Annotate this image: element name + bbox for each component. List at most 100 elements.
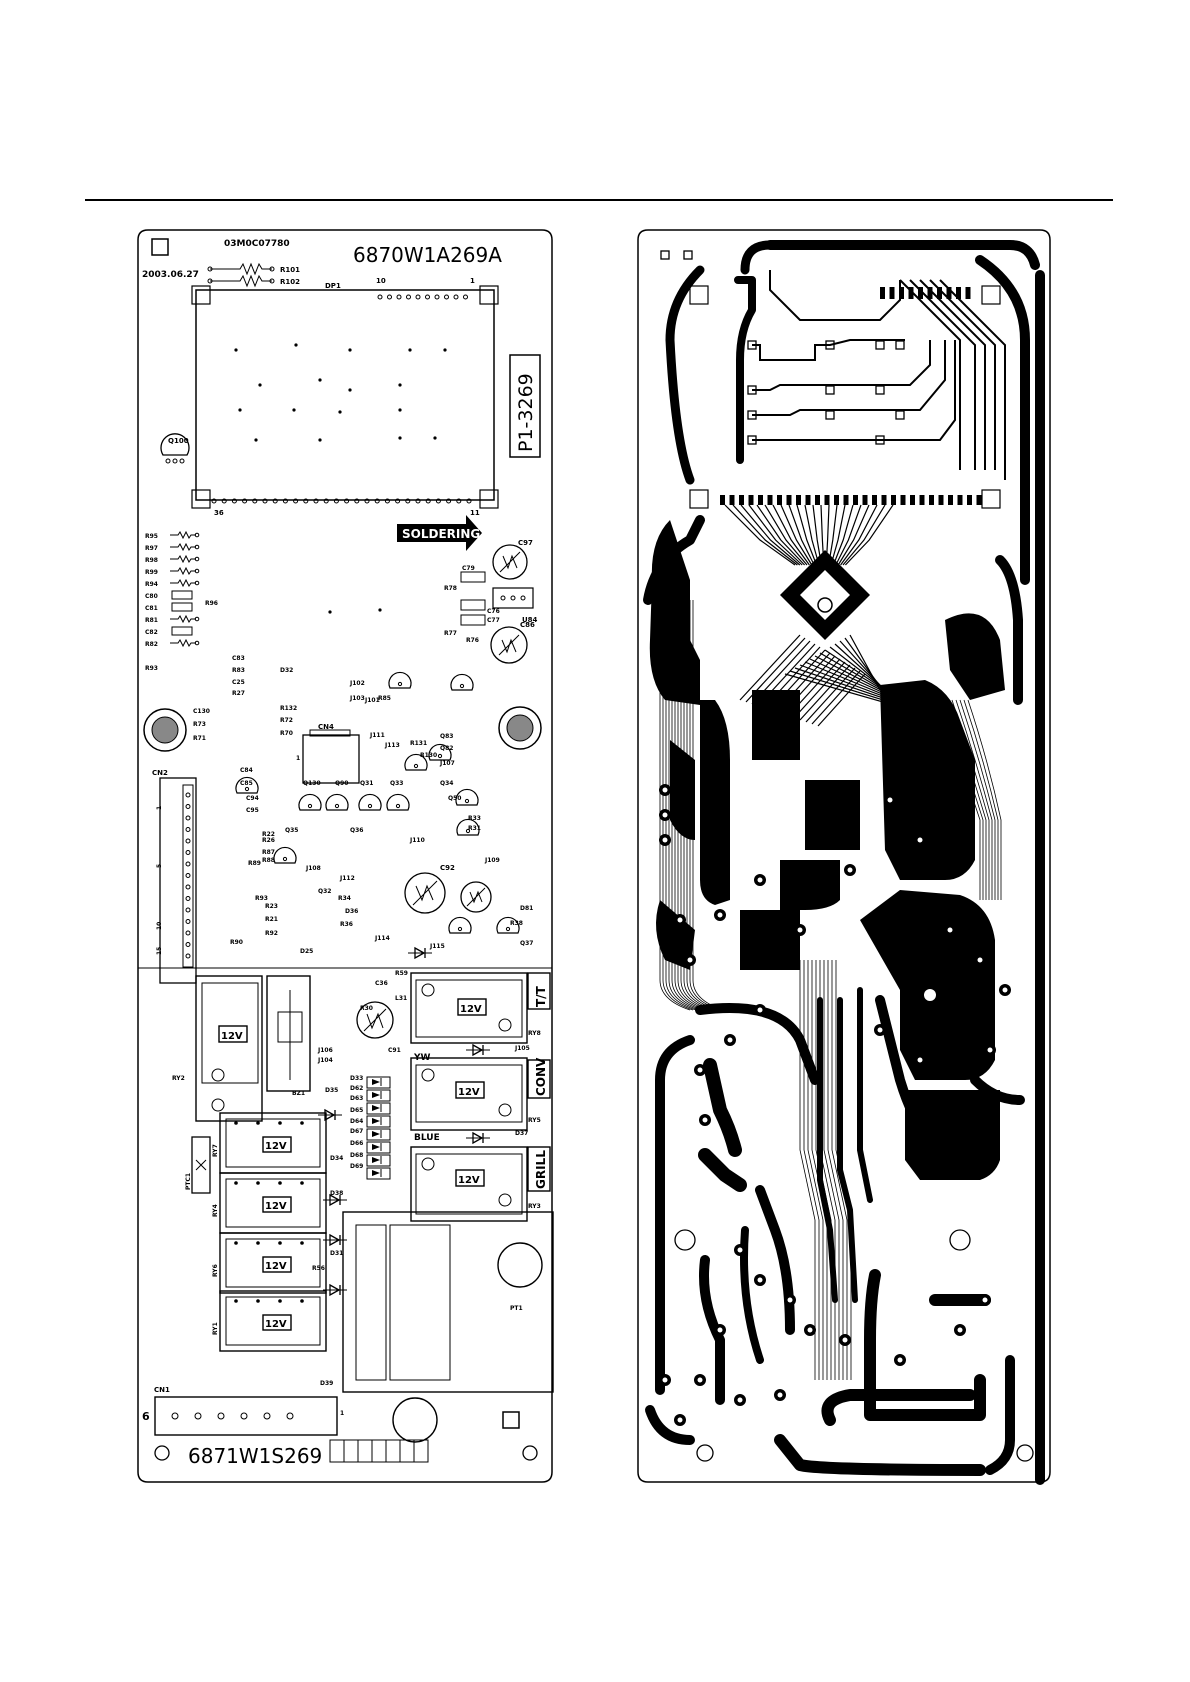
header-pad [862,495,868,505]
diode-symbol [372,1092,380,1098]
component-ref: J115 [429,943,445,950]
fanout-trace [732,504,798,566]
via-hole [757,877,763,883]
fanout-trace [796,504,818,566]
diode-pad [366,1115,391,1128]
via-hole [662,837,668,843]
header-pad [948,495,953,505]
pad [256,1181,260,1185]
via-pad [895,340,905,350]
display-pin [364,498,370,504]
pad [234,1181,238,1185]
pad [300,1121,304,1125]
segment-dot [338,410,342,414]
fiducial-mark [689,285,709,305]
pad [278,1121,282,1125]
connector-pin [217,1412,225,1420]
svg-text:1: 1 [340,1410,344,1417]
pad [459,683,465,689]
component-ref: D63 [350,1095,363,1102]
component-ref: C36 [375,980,388,987]
component-ref: D35 [325,1087,338,1094]
serial-box [343,1439,359,1463]
component-ref: Q35 [285,827,298,834]
pad [256,1241,260,1245]
display-pin [282,498,288,504]
svg-text:R101: R101 [280,266,300,274]
via-pad [747,410,757,420]
display-dp1: DP1 10 1 36 11 [191,277,499,517]
pad [465,828,471,834]
header-pad [965,287,971,299]
svg-text:11: 11 [470,509,480,517]
via-hole [957,1327,963,1333]
via-hole [757,1277,763,1283]
display-pin [272,498,278,504]
pad [256,1121,260,1125]
component-ref: J109 [484,857,500,864]
header-pad [908,287,914,299]
pad [437,753,443,759]
component-ref: D25 [300,948,313,955]
via-hole [887,797,893,803]
fanout-trace [832,504,854,566]
component-ref: D33 [350,1075,363,1082]
transistor-outline [235,776,259,794]
relay-coil-box [262,1314,292,1331]
fanout-trace [756,504,806,566]
diode-symbol [414,946,426,960]
via-pad [875,340,885,350]
via-pad [683,250,693,260]
svg-text:5: 5 [156,864,163,868]
component-ref: Q31 [360,780,373,787]
bundle-trace [659,600,691,1011]
fanout-trace [764,504,808,566]
component-ref: C85 [240,780,253,787]
component-ref: R27 [232,690,245,697]
label-r78: R78 [444,585,457,592]
svg-text:15: 15 [156,947,163,955]
header-pad [956,287,961,299]
pad [334,803,340,809]
component-ref: D62 [350,1085,363,1092]
component-ref: R94 [145,581,158,588]
svg-text:RY2: RY2 [172,1075,185,1082]
transistor-outline [456,818,480,836]
svg-text:12V: 12V [460,1004,482,1015]
transistor-outline [388,671,412,689]
serial-number-boxes [329,1439,429,1463]
diode-pad [366,1089,391,1102]
fanout-trace [840,504,878,566]
transformer-pt1: PT1 [342,1211,554,1443]
header-pad [910,495,915,505]
display-pin [415,498,421,504]
component-ref: Q36 [350,827,363,834]
relay-coil-label: 12V [265,1201,287,1212]
connector-pin [185,930,191,936]
segment-dot [238,408,242,412]
header-pad [767,495,773,505]
component-ref: R38 [510,920,523,927]
relay-ry3-grill: BLUE 12V GRILL RY3 [410,1133,551,1222]
header-pad [872,495,877,505]
segment-dot [328,610,332,614]
relay-ref: RY6 [212,1264,219,1277]
bundle-trace [674,600,706,1011]
cn1-pin-row [171,1412,294,1420]
component-ref: R21 [265,916,278,923]
bundle-trace [692,600,724,1011]
display-pin [387,294,392,300]
serial-box [357,1439,373,1463]
relay-ry5-conv: YW 12V CONV RY5 [410,1053,551,1131]
pad [234,1299,238,1303]
component-ref: C82 [145,629,158,636]
mounting-hole [498,706,542,750]
display-pin [303,498,309,504]
component-ref: C95 [246,807,259,814]
display-pin [333,498,339,504]
pad [367,803,373,809]
pad [278,1241,282,1245]
fanout-trace [739,634,801,701]
component-ref: D66 [350,1140,363,1147]
display-pin [444,294,449,300]
